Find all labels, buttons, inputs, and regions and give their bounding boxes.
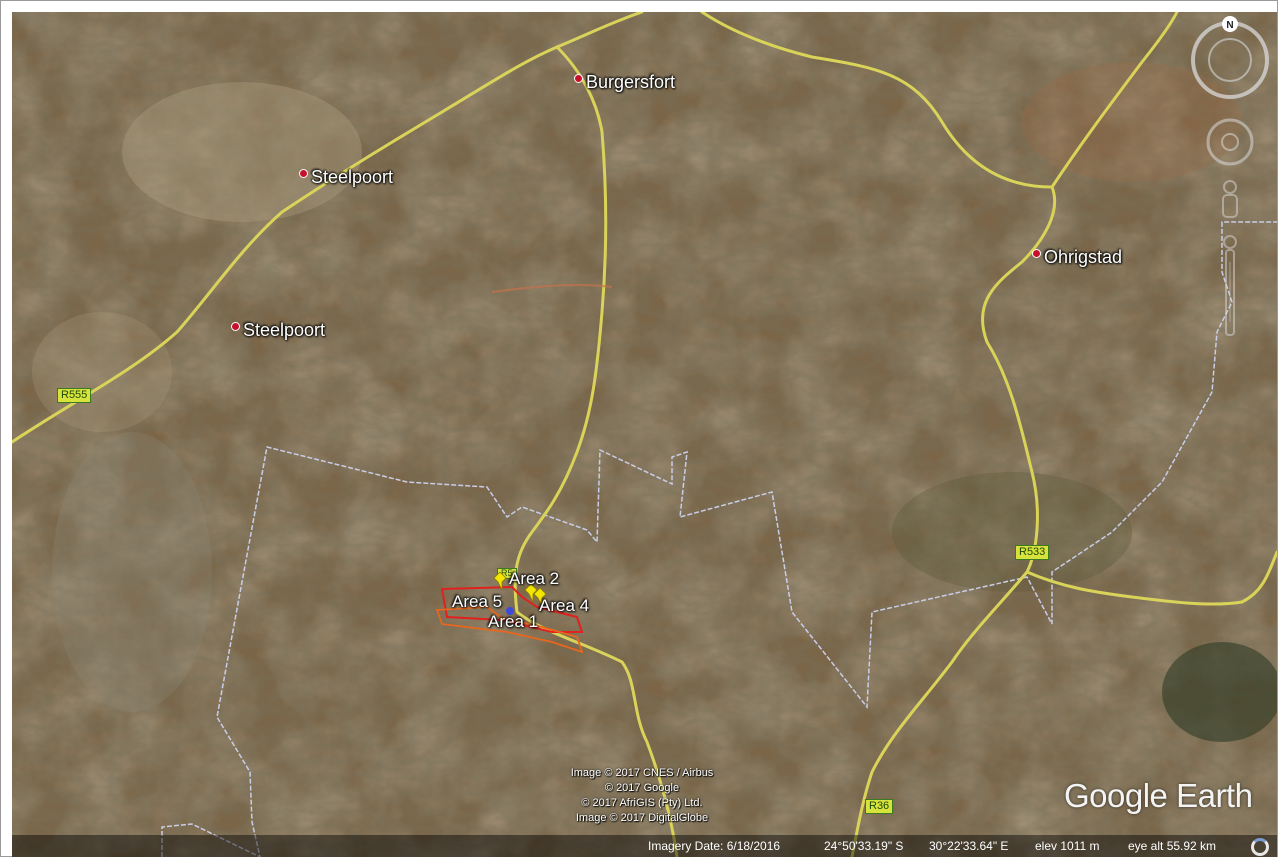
roads — [12, 12, 1277, 857]
place-label-steelpoort-north[interactable]: Steelpoort — [299, 167, 393, 188]
street-view-pegman-icon[interactable] — [1222, 180, 1238, 218]
imagery-attribution: Image © 2017 CNES / Airbus © 2017 Google… — [570, 767, 714, 824]
compass-icon[interactable]: N — [1191, 16, 1269, 99]
area-label-2[interactable]: Area 2 — [509, 569, 560, 588]
place-marker — [1032, 249, 1041, 258]
place-marker — [231, 322, 240, 331]
svg-text:N: N — [1226, 20, 1233, 31]
pushpin-icon[interactable] — [524, 584, 538, 602]
place-label-burgersfort[interactable]: Burgersfort — [574, 72, 675, 93]
area-label-1[interactable]: Area 1 — [488, 612, 539, 631]
pushpin-icon[interactable] — [493, 572, 507, 590]
eye-altitude-readout: eye alt 55.92 km — [1128, 839, 1217, 853]
satellite-imagery — [12, 12, 1277, 857]
zoom-slider[interactable] — [1223, 235, 1237, 336]
pushpin-icon[interactable] — [533, 588, 547, 606]
imagery-date: Imagery Date: 6/18/2016 — [648, 839, 781, 853]
place-label-steelpoort-south[interactable]: Steelpoort — [231, 320, 325, 341]
look-joystick-icon[interactable] — [1206, 118, 1254, 166]
place-marker — [574, 74, 583, 83]
latitude-readout: 24°50'33.19" S — [824, 839, 904, 853]
longitude-readout: 30°22'33.64" E — [929, 839, 1009, 853]
road-shield-r533: R533 — [1015, 545, 1050, 560]
place-label-ohrigstad[interactable]: Ohrigstad — [1032, 247, 1122, 268]
road-shield-r36: R36 — [865, 799, 894, 814]
area-label-4[interactable]: Area 4 — [539, 596, 590, 615]
road-shield-r555: R555 — [57, 388, 92, 403]
boundary-line — [161, 221, 1277, 857]
status-bar: Imagery Date: 6/18/2016 24°50'33.19" S 3… — [12, 835, 1277, 857]
area-label-5[interactable]: Area 5 — [452, 592, 503, 611]
project-areas — [435, 585, 584, 654]
loading-indicator-icon — [1251, 838, 1269, 856]
google-earth-logo: Google Earth — [1064, 777, 1253, 814]
navigation-controls[interactable]: N — [1182, 12, 1276, 342]
place-marker — [299, 169, 308, 178]
map-view[interactable]: Burgersfort Steelpoort Steelpoort Ohrigs… — [12, 12, 1277, 857]
road-shield-r5: R5 — [497, 568, 517, 579]
elevation-readout: elev 1011 m — [1035, 839, 1100, 853]
